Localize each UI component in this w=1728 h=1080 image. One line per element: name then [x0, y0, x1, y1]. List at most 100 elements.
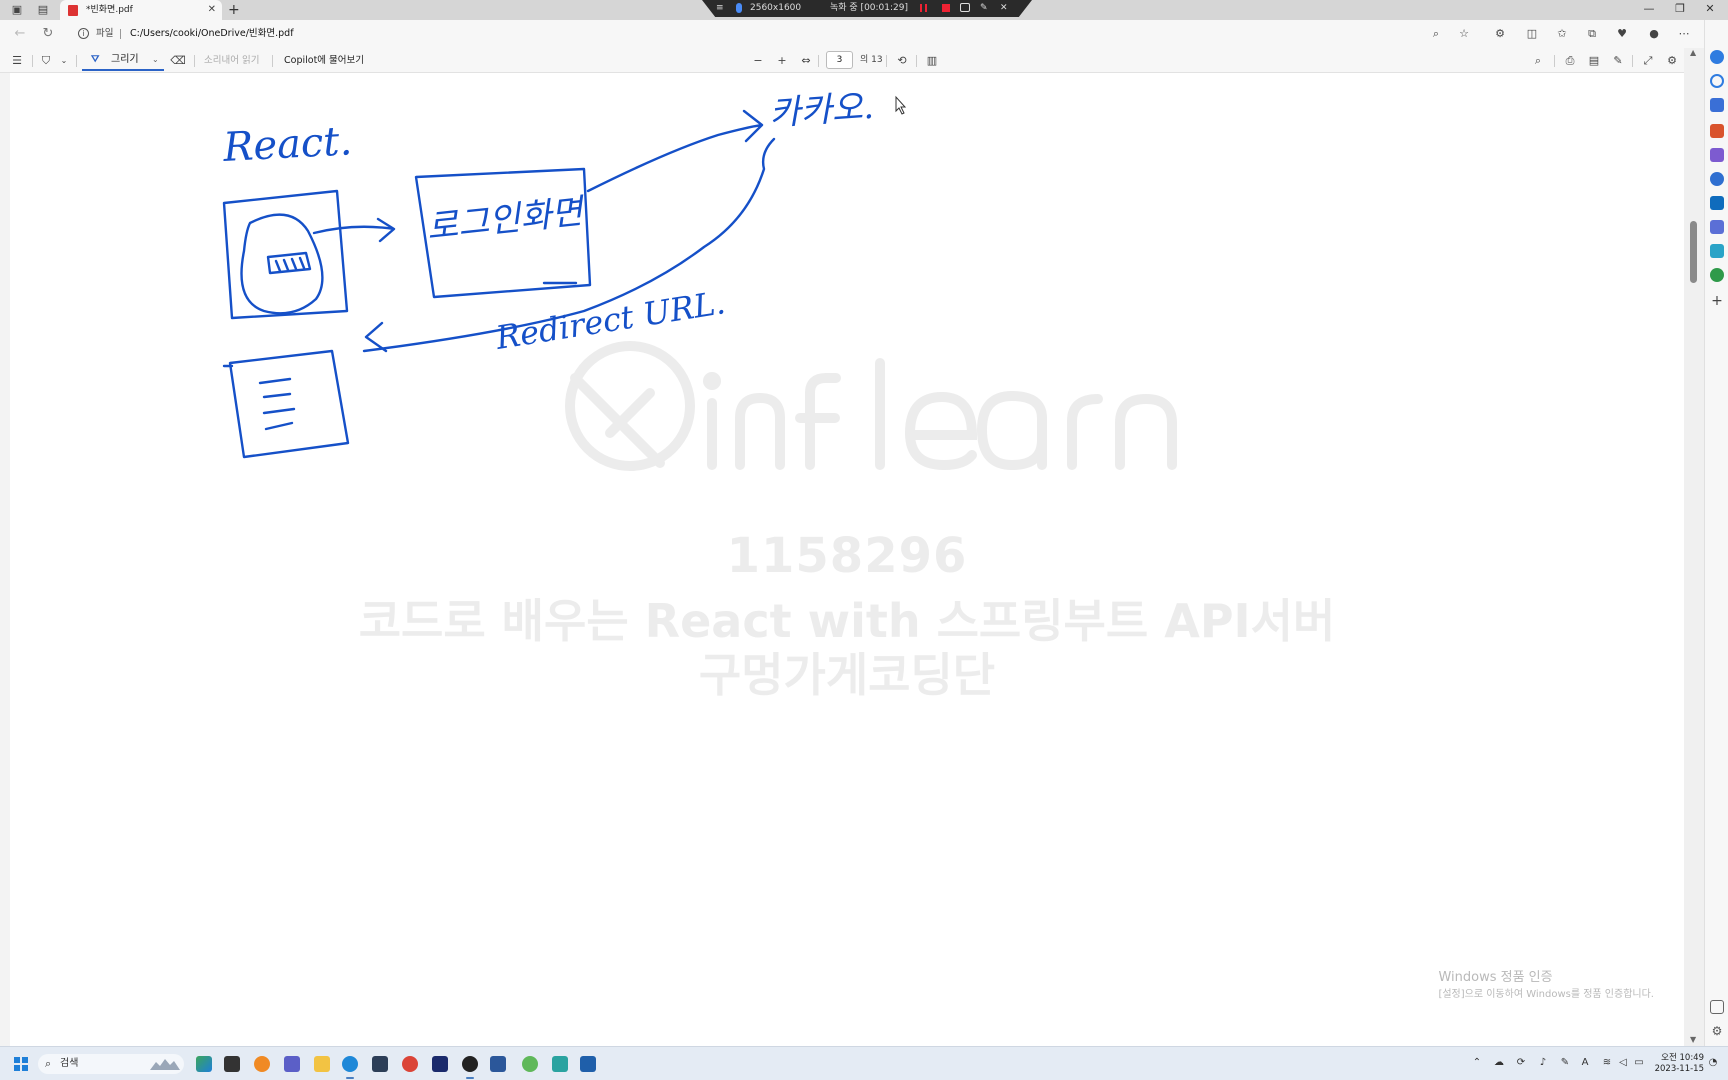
pen-tray-icon[interactable]: ✎: [1560, 1057, 1570, 1068]
more-icon[interactable]: ⋯: [1678, 27, 1690, 40]
wifi-icon[interactable]: ≋: [1602, 1057, 1612, 1068]
performance-icon[interactable]: ♥: [1617, 27, 1627, 40]
microsoft365-icon[interactable]: [1710, 172, 1724, 186]
fullscreen-icon[interactable]: ⤢: [1643, 54, 1653, 67]
phone-screen: [240, 213, 324, 315]
draw-dropdown-icon[interactable]: ⌄: [152, 55, 159, 64]
close-recorder-icon[interactable]: ✕: [1000, 3, 1008, 13]
app-blue-icon[interactable]: [580, 1056, 596, 1072]
app-orange-icon[interactable]: [254, 1056, 270, 1072]
edge-icon[interactable]: [342, 1056, 358, 1072]
sync-icon[interactable]: ⟳: [1516, 1057, 1526, 1068]
read-aloud-button[interactable]: 소리내어 읽기: [204, 55, 260, 66]
tab-actions-icon[interactable]: ▤: [37, 3, 49, 16]
tray-overflow-icon[interactable]: ⌃: [1472, 1057, 1482, 1068]
refresh-icon[interactable]: ↻: [42, 26, 54, 41]
save-icon[interactable]: ▤: [1588, 54, 1600, 67]
app-l-icon[interactable]: [432, 1056, 448, 1072]
url-field[interactable]: i 파일 C:/Users/cooki/OneDrive/빈화면.pdf: [72, 23, 1452, 45]
close-window-icon[interactable]: ✕: [1705, 2, 1715, 15]
stop-icon[interactable]: [942, 4, 950, 12]
minimize-icon[interactable]: —: [1643, 2, 1655, 15]
restore-icon[interactable]: ❐: [1675, 2, 1685, 15]
recorder-menu-icon[interactable]: ≡: [716, 3, 724, 13]
microphone-icon[interactable]: [736, 3, 742, 13]
url-text: C:/Users/cooki/OneDrive/빈화면.pdf: [130, 28, 294, 39]
notification-bell-icon[interactable]: ◔: [1708, 1057, 1718, 1068]
chrome-icon[interactable]: [402, 1056, 418, 1072]
notifications-icon[interactable]: [1710, 50, 1724, 64]
tree-icon[interactable]: [1710, 268, 1724, 282]
teams-icon[interactable]: [284, 1056, 300, 1072]
workspaces-icon[interactable]: ▣: [11, 3, 23, 16]
print-icon[interactable]: ⎙: [1565, 54, 1575, 67]
contents-icon[interactable]: ☰: [12, 54, 22, 67]
draw-pen-icon: ⛛: [91, 54, 100, 65]
back-icon[interactable]: ←: [14, 26, 26, 41]
pdf-page[interactable]: 1158296 코드로 배우는 React with 스프링부트 API서버 구…: [10, 73, 1684, 1046]
rotate-icon[interactable]: ⟲: [897, 54, 907, 67]
word-icon[interactable]: [490, 1056, 506, 1072]
close-tab-icon[interactable]: ✕: [207, 4, 216, 15]
onedrive-icon[interactable]: ☁: [1494, 1057, 1504, 1068]
windows-start-icon[interactable]: [14, 1057, 28, 1071]
task-view-icon[interactable]: [224, 1056, 240, 1072]
star-icon[interactable]: ☆: [1459, 27, 1469, 40]
search-icon[interactable]: ⌕: [1534, 54, 1542, 67]
copilot-ask-button[interactable]: Copilot에 물어보기: [284, 55, 365, 66]
page-number-input[interactable]: 3: [826, 51, 853, 69]
collections-icon[interactable]: ⧉: [1588, 27, 1596, 40]
tools-icon[interactable]: [1710, 124, 1724, 138]
mic-tray-icon[interactable]: ♪: [1539, 1057, 1547, 1068]
games-icon[interactable]: [1710, 148, 1724, 162]
add-sidebar-app-icon[interactable]: +: [1711, 293, 1723, 309]
draw-button[interactable]: ⛛ 그리기 ⌄: [82, 50, 164, 71]
sidebar-search-icon[interactable]: [1710, 74, 1724, 88]
camera-icon[interactable]: [960, 3, 970, 12]
shopping-icon[interactable]: [1710, 98, 1724, 112]
highlight-dropdown-icon[interactable]: ⌄: [60, 56, 68, 65]
profile-icon[interactable]: ●: [1649, 27, 1659, 40]
settings-icon[interactable]: ⚙: [1667, 54, 1677, 67]
app-teal-icon[interactable]: [552, 1056, 568, 1072]
volume-icon[interactable]: ◁: [1619, 1057, 1627, 1068]
drop-icon[interactable]: [1710, 244, 1724, 258]
new-tab-icon[interactable]: +: [228, 2, 240, 18]
pen-icon[interactable]: ✎: [980, 3, 988, 13]
address-label: 파일: [96, 28, 114, 39]
eraser-icon[interactable]: ⌫: [170, 54, 186, 67]
file-explorer-icon[interactable]: [314, 1056, 330, 1072]
system-clock[interactable]: 오전 10:49 2023-11-15: [1648, 1053, 1704, 1075]
hide-sidebar-icon[interactable]: [1710, 1000, 1724, 1014]
save-as-icon[interactable]: ✎: [1613, 54, 1623, 67]
arrow-to-kakao: [586, 109, 764, 193]
extensions-icon[interactable]: ⚙: [1495, 27, 1505, 40]
favorites-icon[interactable]: ✩: [1557, 27, 1567, 40]
ime-icon[interactable]: A: [1581, 1057, 1589, 1068]
store-icon[interactable]: [372, 1056, 388, 1072]
zoom-out-icon[interactable]: −: [753, 54, 763, 67]
widgets-icon[interactable]: [196, 1056, 212, 1072]
scrollbar-thumb[interactable]: [1690, 221, 1697, 283]
info-icon[interactable]: i: [78, 28, 89, 39]
designer-icon[interactable]: [1710, 220, 1724, 234]
scroll-up-icon[interactable]: ▲: [1690, 48, 1697, 57]
zoom-in-icon[interactable]: +: [777, 54, 787, 67]
split-screen-icon[interactable]: ◫: [1526, 27, 1538, 40]
taskbar-search[interactable]: ⌕ 검색: [38, 1054, 184, 1074]
highlight-icon[interactable]: ⛉: [41, 54, 51, 67]
react-app-box: [222, 189, 349, 320]
outlook-icon[interactable]: [1710, 196, 1724, 210]
sidebar-settings-icon[interactable]: ⚙: [1711, 1024, 1723, 1038]
recorder-app-icon[interactable]: [462, 1056, 478, 1072]
pause-icon[interactable]: [920, 4, 927, 12]
vertical-scrollbar[interactable]: ▲ ▼: [1684, 48, 1704, 1046]
page-total: 의 13: [860, 55, 883, 65]
battery-icon[interactable]: ▭: [1634, 1057, 1644, 1068]
page-view-icon[interactable]: ▥: [926, 54, 938, 67]
tab-pdf[interactable]: *빈화면.pdf ✕: [60, 0, 222, 20]
app-green-icon[interactable]: [522, 1056, 538, 1072]
zoom-icon[interactable]: ⌕: [1432, 27, 1440, 40]
fit-page-icon[interactable]: ⇔: [801, 54, 811, 67]
scroll-down-icon[interactable]: ▼: [1690, 1035, 1697, 1044]
